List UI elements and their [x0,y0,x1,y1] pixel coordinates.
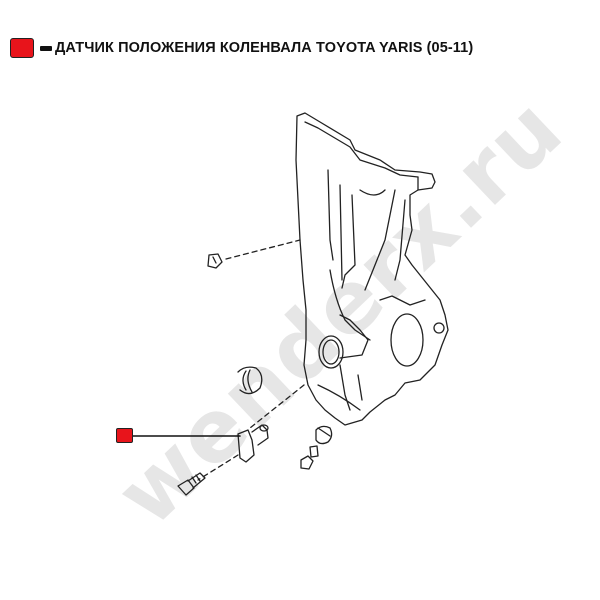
sensor-callout-marker[interactable] [116,428,133,443]
assembly-lines [197,239,305,481]
plug [315,425,333,445]
timing-cover [295,112,449,426]
legend: ДАТЧИК ПОЛОЖЕНИЯ КОЛЕНВАЛА TOYOTA YARIS … [10,38,473,58]
crankshaft-position-sensor [237,424,269,463]
bushing [207,253,223,269]
legend-dash [40,45,52,51]
oil-seal [237,366,263,395]
legend-red-marker [10,38,34,58]
bolt [177,472,206,496]
diagram-title: ДАТЧИК ПОЛОЖЕНИЯ КОЛЕНВАЛА TOYOTA YARIS … [55,40,474,56]
stud-nut [300,445,319,470]
